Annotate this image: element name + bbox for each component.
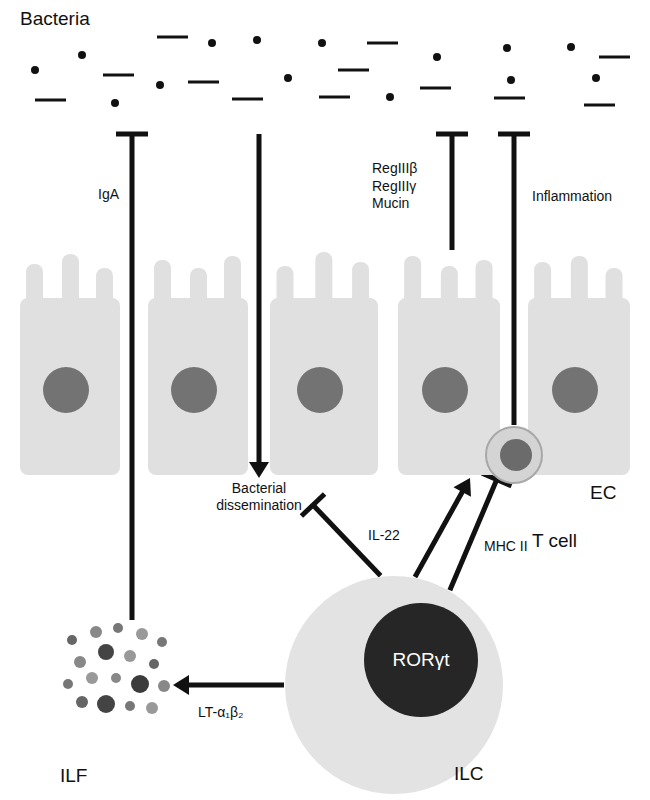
connector — [436, 134, 468, 250]
node-label: Bacterial dissemination — [209, 480, 309, 514]
bacterium-dot — [253, 36, 261, 44]
node-label: Bacteria — [20, 8, 90, 31]
t-cell-nucleus — [500, 439, 532, 471]
cell-nucleus-dot — [297, 367, 343, 413]
cell-nucleus-dot — [43, 367, 89, 413]
bacterium-rod — [319, 96, 350, 99]
connector — [498, 134, 530, 425]
arrow-head — [249, 462, 269, 478]
bacterium-rod — [338, 69, 369, 72]
edge-label: RegIIIβ RegIIIγ Mucin — [370, 160, 436, 213]
inhibition-bar — [498, 132, 530, 137]
bacterium-dot — [433, 53, 441, 61]
bacterium-dot — [503, 44, 511, 52]
connector-line — [512, 134, 517, 425]
bacterium-dot — [111, 99, 119, 107]
connector — [450, 473, 512, 590]
lymphocyte-dot — [90, 626, 102, 638]
edge-label: IL-22 — [366, 527, 402, 545]
arrow-head — [453, 478, 470, 497]
bacterium-rod — [157, 36, 188, 39]
lymphocyte-dot — [76, 696, 88, 708]
arrow-head — [173, 675, 189, 695]
epithelial-cell — [270, 252, 378, 475]
edge-label: Inflammation — [530, 188, 614, 206]
lymphocyte-dot — [146, 702, 158, 714]
bacterium-dot — [208, 39, 216, 47]
bacterium-rod — [420, 87, 451, 90]
connector-line — [257, 134, 262, 464]
node-label: EC — [590, 482, 616, 505]
lymphocyte-dot — [125, 701, 135, 711]
bacterium-dot — [156, 81, 164, 89]
connector-line — [450, 480, 497, 591]
epithelial-cell — [20, 254, 120, 475]
bacterium-rod — [188, 81, 219, 84]
cell-nucleus-dot — [422, 367, 468, 413]
edge-label: IgA — [96, 186, 121, 204]
lymphocyte-dot — [67, 635, 77, 645]
bacterium-dot — [592, 74, 600, 82]
lymphocyte-dot — [131, 675, 149, 693]
lymphocyte-dot — [158, 680, 170, 692]
lymphocyte-dot — [98, 644, 114, 660]
lymphocyte-dot — [157, 637, 167, 647]
lymphoid-follicle: ILF — [58, 620, 173, 720]
bacterium-rod — [103, 74, 134, 77]
lymphocyte-dot — [113, 623, 123, 633]
connector-line — [187, 683, 284, 688]
inhibition-bar — [436, 132, 468, 137]
edge-label: MHC II — [482, 538, 530, 556]
lymphocyte-dot — [124, 650, 136, 662]
connector — [173, 675, 284, 695]
bacterium-rod — [599, 56, 630, 59]
epithelial-cell — [528, 256, 630, 475]
cell-nucleus: RORγt — [364, 603, 478, 717]
epithelial-layer: EC — [18, 250, 633, 478]
t-cell: T cell — [484, 425, 544, 485]
node-label: ILC — [454, 763, 484, 786]
bacterium-dot — [507, 76, 515, 84]
lymphocyte-dot — [86, 672, 98, 684]
bacterium-rod — [584, 104, 615, 107]
bacterium-rod — [232, 98, 263, 101]
cell-nucleus-dot — [552, 367, 598, 413]
bacterium-rod — [35, 99, 66, 102]
lymphocyte-dot — [74, 656, 86, 668]
lymphocyte-dot — [63, 679, 73, 689]
bacterium-dot — [78, 51, 86, 59]
edge-label: LT-α₁β₂ — [196, 704, 246, 722]
connector-line — [415, 490, 463, 577]
epithelial-cell — [398, 256, 500, 475]
lymphocyte-dot — [97, 695, 115, 713]
bacterium-rod — [494, 97, 525, 100]
node-label: T cell — [532, 530, 577, 553]
bacterium-dot — [567, 43, 575, 51]
lymphocyte-dot — [149, 659, 159, 669]
connector-line — [130, 134, 135, 620]
node-label: RORγt — [364, 603, 478, 717]
node-label: ILF — [60, 765, 87, 788]
epithelial-cell — [148, 256, 248, 475]
bacterium-dot — [386, 93, 394, 101]
epithelial-layer-shape — [18, 250, 633, 478]
lymphocyte-dot — [111, 673, 121, 683]
lymphoid-follicle-shape — [58, 620, 173, 720]
bacterium-dot — [284, 74, 292, 82]
connector — [116, 134, 148, 620]
bacterium-dot — [31, 66, 39, 74]
cell-nucleus-dot — [171, 367, 217, 413]
inhibition-bar — [116, 132, 148, 137]
innate-lymphoid-cell: ILC RORγt — [284, 575, 504, 795]
bacterium-rod — [367, 42, 398, 45]
bacterium-dot — [318, 39, 326, 47]
bacteria-band: Bacteria — [0, 0, 650, 134]
t-cell-shape — [484, 425, 544, 485]
connector — [249, 134, 269, 478]
outcome-box: Bacterial dissemination — [205, 478, 313, 516]
lymphocyte-dot — [136, 628, 148, 640]
connector-line — [450, 134, 455, 250]
inhibition-bar — [301, 494, 324, 516]
